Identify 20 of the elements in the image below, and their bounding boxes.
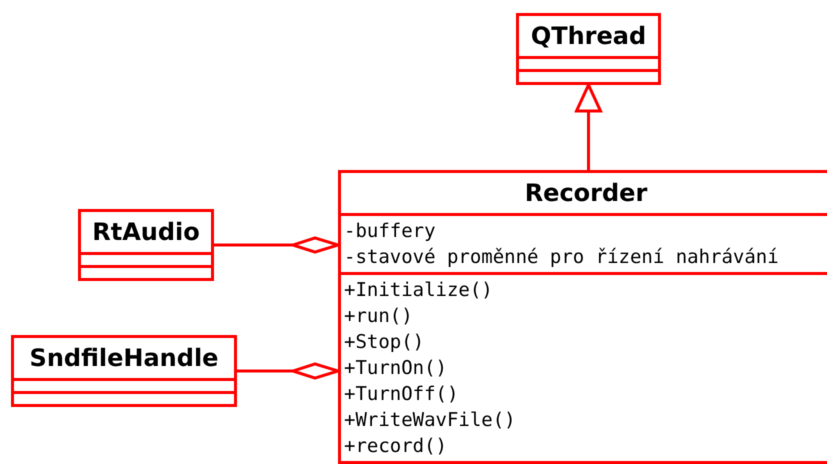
class-name: Recorder <box>524 178 648 209</box>
method-text: +Stop() <box>344 330 426 355</box>
class-box <box>78 209 214 281</box>
method-text: +TurnOn() <box>344 356 448 381</box>
class-name: QThread <box>530 21 648 52</box>
aggregation-line <box>237 362 340 380</box>
class-box <box>11 335 237 407</box>
method-text: +TurnOff() <box>344 382 460 407</box>
method-text: +run() <box>344 304 414 329</box>
method-text: +Initialize() <box>344 278 494 303</box>
class-name: SndfileHandle <box>28 343 220 374</box>
aggregation-line <box>214 236 340 254</box>
class-name: RtAudio <box>91 217 201 248</box>
class-box <box>338 170 827 464</box>
inheritance-arrow <box>575 84 602 170</box>
attribute-text: -stavové proměnné pro řízení nahrávání <box>344 245 780 270</box>
method-text: +WriteWavFile() <box>344 408 517 433</box>
method-text: +record() <box>344 434 448 459</box>
class-box <box>516 13 661 85</box>
attribute-text: -buffery <box>344 219 437 244</box>
